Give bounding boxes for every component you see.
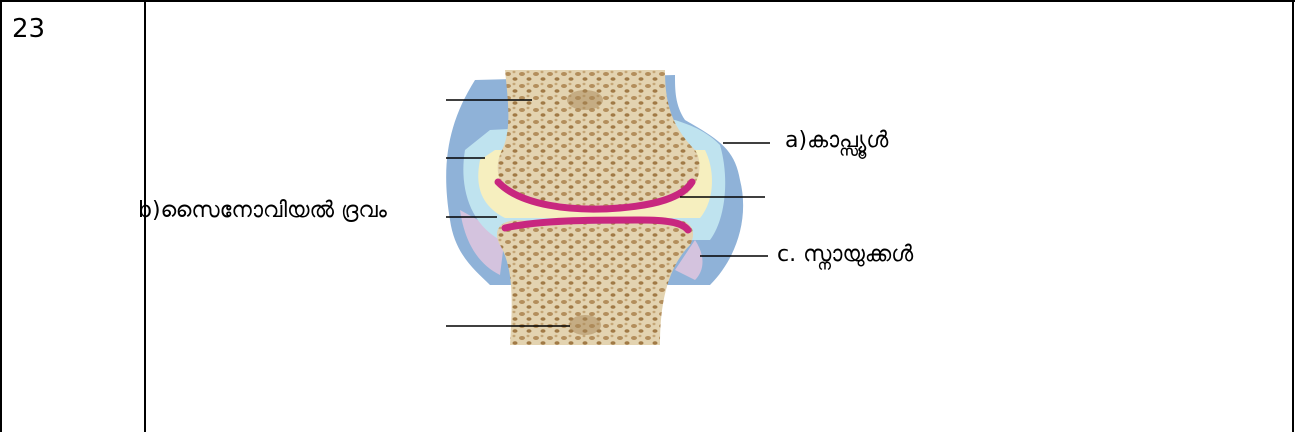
label-b-synovial-fluid: b)സൈനോവിയൽ ദ്രവം	[138, 198, 387, 223]
label-c-ligaments: c. സ്നായുക്കൾ	[777, 242, 913, 267]
question-number: 23	[12, 14, 45, 44]
label-a-capsule: a)കാപ്സ്യൂൾ	[785, 128, 888, 153]
table-left-border	[0, 0, 2, 432]
table-right-border	[1292, 0, 1294, 432]
synovial-joint-diagram	[420, 70, 780, 350]
table-top-border	[0, 0, 1295, 2]
